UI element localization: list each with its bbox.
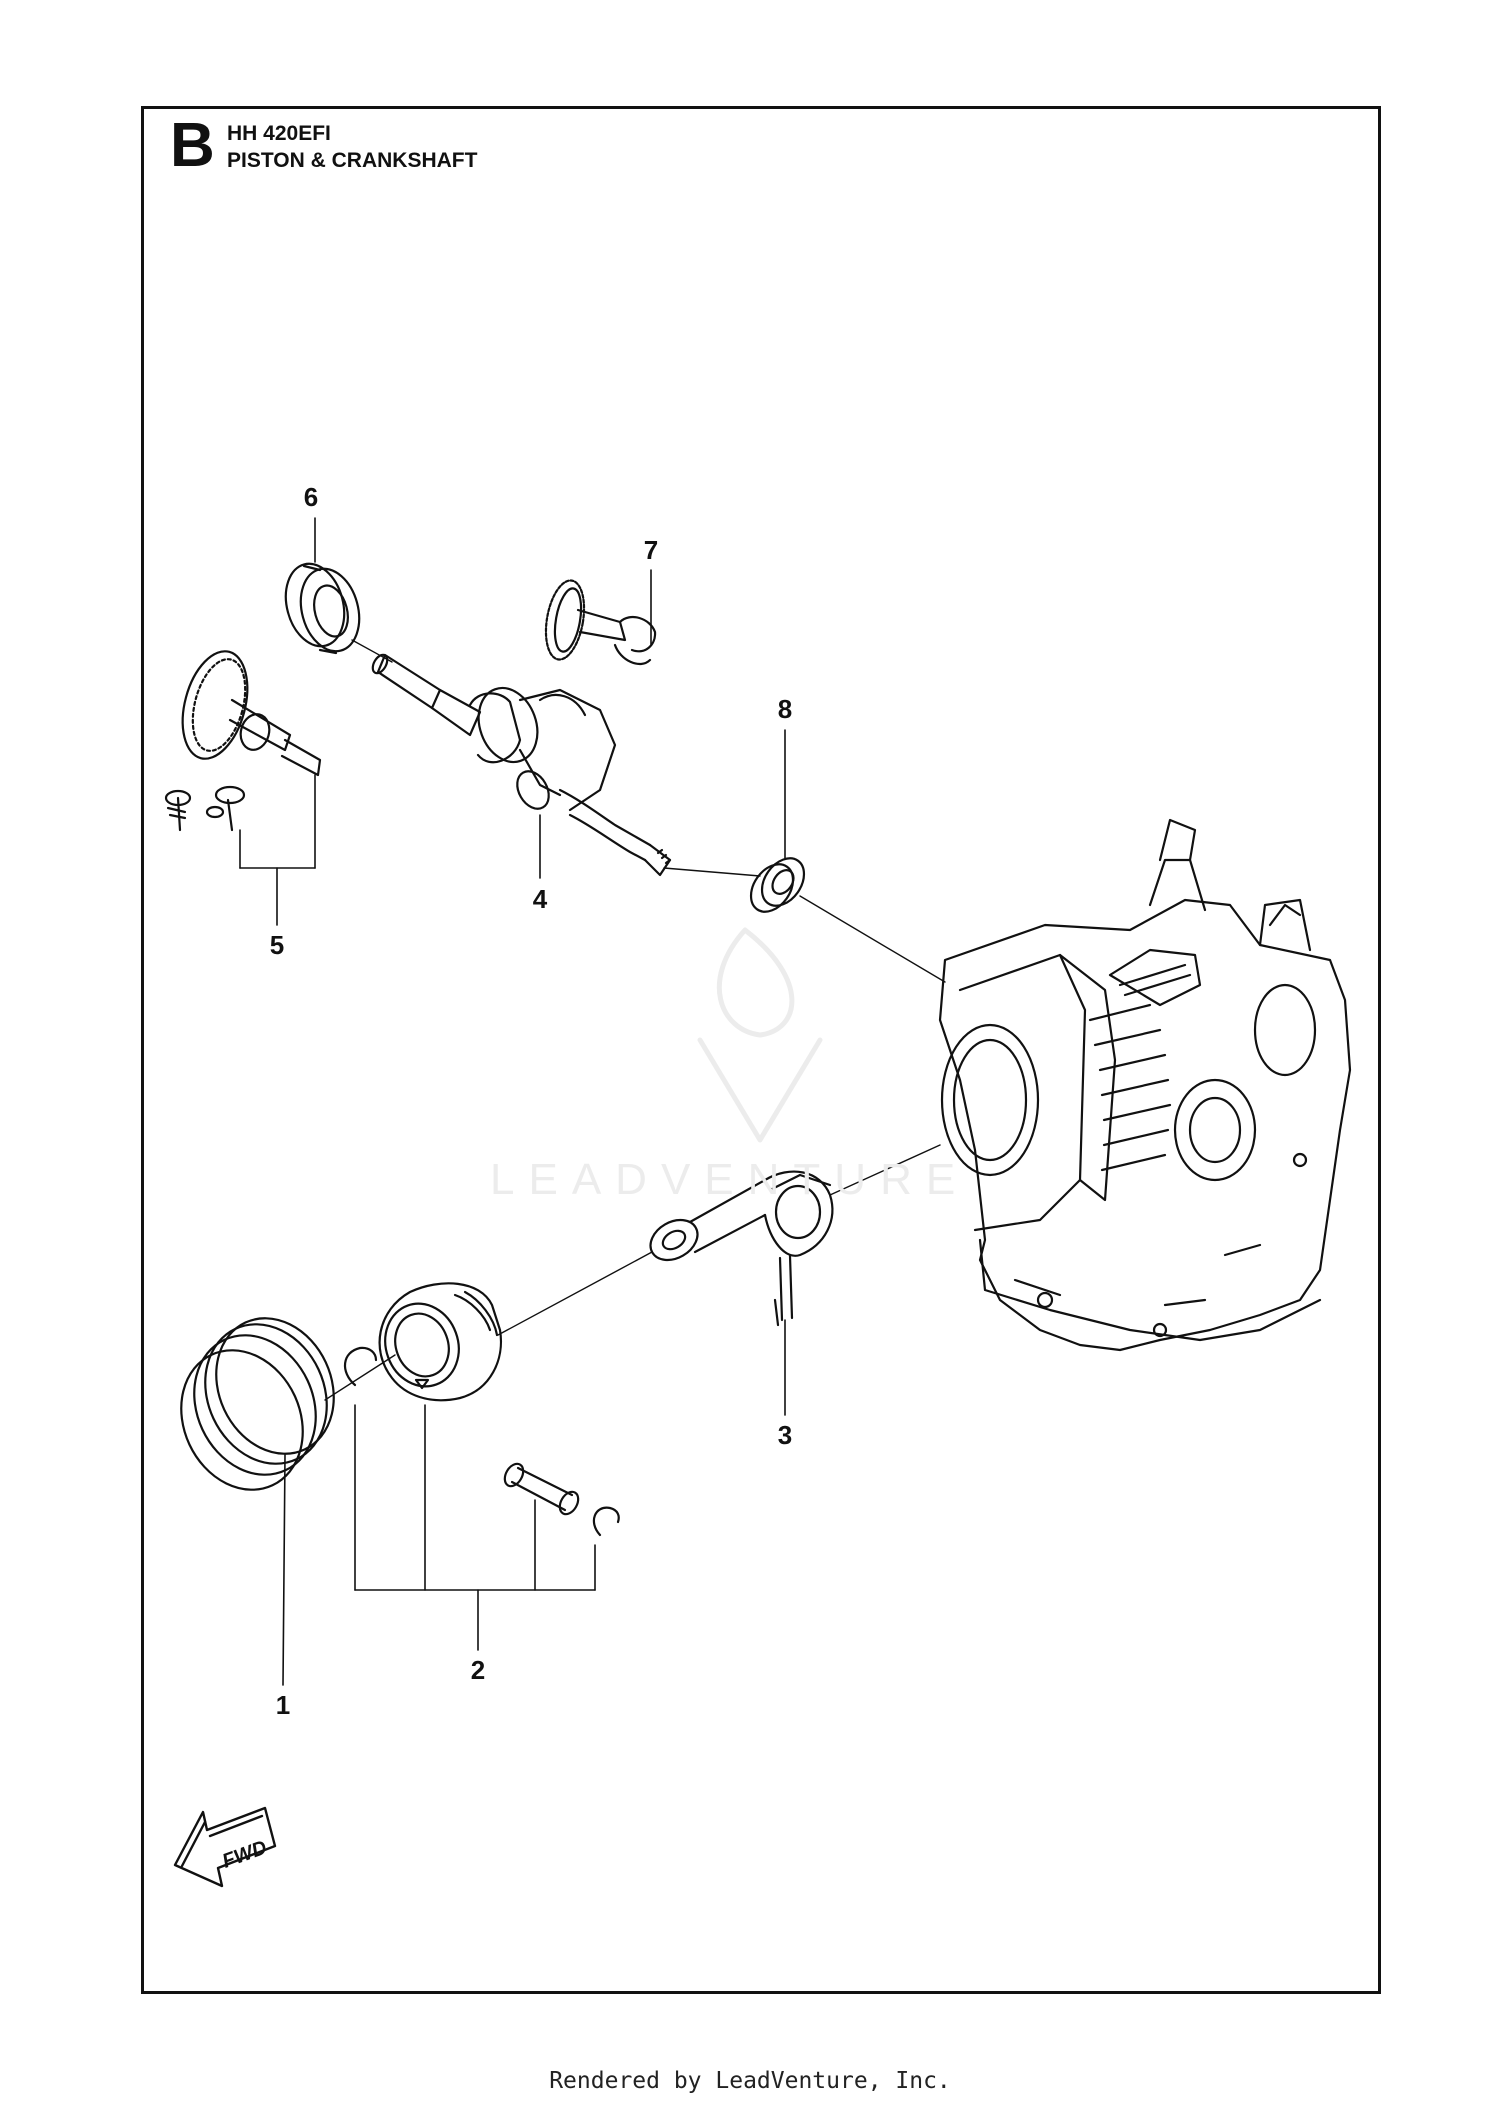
connecting-rod [649,1170,834,1327]
crankshaft [371,653,672,877]
engine-block [938,818,1352,1352]
watermark-text: LEADVENTURE [490,1155,970,1204]
watermark-logo [697,927,823,1143]
forward-arrow-icon [173,1806,277,1888]
footer-credit: Rendered by LeadVenture, Inc. [549,2068,951,2094]
section-letter: B [170,111,215,180]
callout-8[interactable]: 8 [777,694,793,724]
forward-arrow-label: FWD [219,1837,269,1873]
camshaft [544,579,657,666]
callout-leaders [239,517,786,1686]
callout-4[interactable]: 4 [532,884,548,914]
diagram-frame [141,106,1381,1994]
callout-3[interactable]: 3 [777,1420,793,1450]
balancer-shaft [164,650,322,832]
callout-6[interactable]: 6 [303,482,319,512]
piston-rings [180,1317,335,1491]
callout-1[interactable]: 1 [275,1690,291,1720]
callout-7[interactable]: 7 [643,535,659,565]
piston-assembly [344,1282,620,1537]
main-bearing [284,562,361,655]
leader-lines [324,639,946,1401]
diagram-title: PISTON & CRANKSHAFT [227,149,478,172]
model-name: HH 420EFI [227,122,331,145]
oil-seal [749,857,806,913]
callout-5[interactable]: 5 [269,930,285,960]
callout-2[interactable]: 2 [470,1655,486,1685]
